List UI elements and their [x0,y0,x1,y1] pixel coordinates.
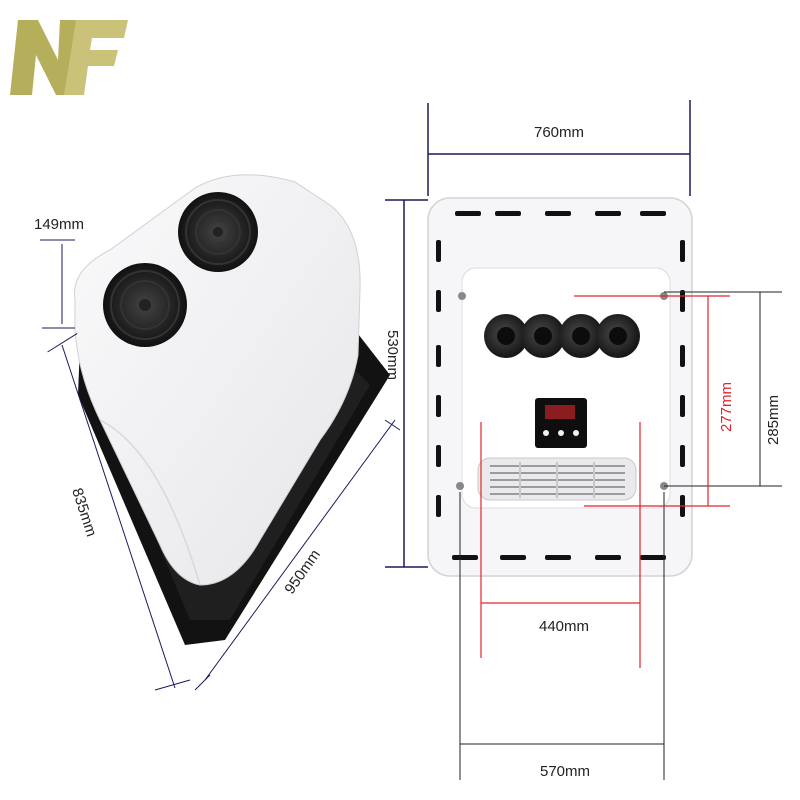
unit-top-view [427,197,693,577]
nf-logo [10,20,128,95]
height-label: 149mm [34,216,84,233]
dimension-lines-red [480,295,730,668]
top-height-label: 530mm [384,330,401,380]
air-outlet-icon [484,314,528,358]
inner-height-label: 277mm [718,382,735,432]
air-outlet-icon [521,314,565,358]
inner-width-label: 440mm [539,618,589,635]
fan-icon [103,263,187,347]
top-width-label: 760mm [534,124,584,141]
fan-icon [178,192,258,272]
outer-height-label: 285mm [765,395,782,445]
dimension-lines-left [40,239,401,691]
depth-label: 835mm [68,486,100,539]
dimension-lines-right [385,100,691,568]
width-label: 950mm [281,547,324,598]
unit-3d-view [73,174,390,645]
return-air-grille [477,457,637,501]
air-outlet-icon [559,314,603,358]
air-outlet-icon [596,314,640,358]
outer-width-label: 570mm [540,763,590,780]
